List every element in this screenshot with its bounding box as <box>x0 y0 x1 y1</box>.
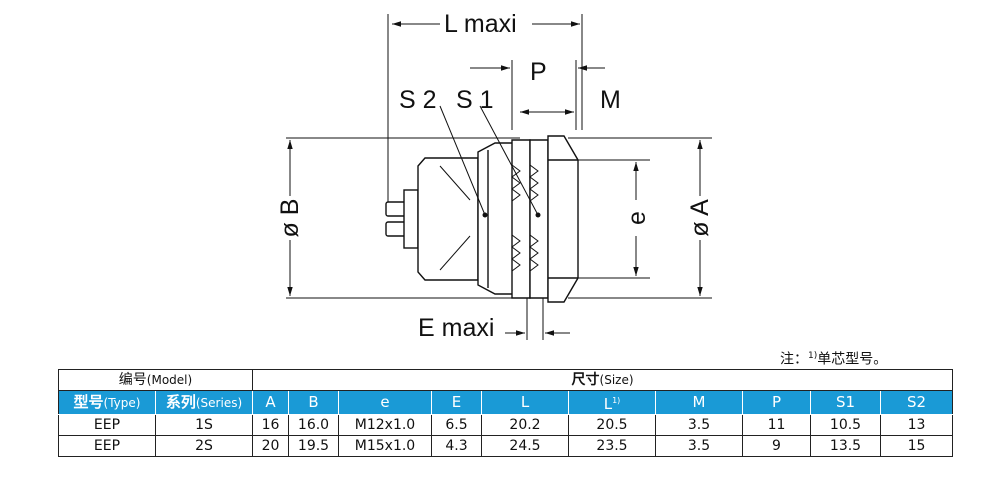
dimension-extension-lines <box>286 14 712 340</box>
col-header-s1: S1 <box>810 390 881 415</box>
type-header: 型号(Type) <box>58 390 156 415</box>
label-e-maxi: E maxi <box>418 314 494 342</box>
table-header-row-1: 编号(Model) 尺寸(Size) <box>58 369 954 391</box>
col-header-b: B <box>288 390 339 415</box>
leader-dot-s2 <box>482 212 488 218</box>
table-row: EEP 2S 20 19.5 M15x1.0 4.3 24.5 23.5 3.5… <box>58 435 954 457</box>
leader-dot-s1 <box>535 212 541 218</box>
col-header-m: M <box>655 390 743 415</box>
connector-body <box>385 135 579 303</box>
leader-lines <box>439 105 539 216</box>
label-s1: S 1 <box>456 86 494 114</box>
model-header: 编号(Model) <box>58 369 253 391</box>
col-header-l: L <box>481 390 569 415</box>
footnote-text: 单芯型号。 <box>817 351 888 368</box>
col-header-p: P <box>742 390 811 415</box>
col-header-l-single: L1) <box>568 390 656 415</box>
size-header: 尺寸(Size) <box>251 369 954 391</box>
footnote-prefix: 注： <box>780 351 808 368</box>
connector-technical-drawing: L maxi P M S 2 S 1 E maxi ø B ø A e <box>276 10 714 342</box>
table-row: EEP 1S 16 16.0 M12x1.0 6.5 20.2 20.5 3.5… <box>58 414 954 436</box>
label-dia-a: ø A <box>686 199 714 237</box>
footnote-sup: 1) <box>808 351 818 361</box>
footnote: 注：1)单芯型号。 <box>780 346 980 368</box>
dimension-arrows <box>287 21 703 336</box>
label-m: M <box>600 86 621 114</box>
label-s2: S 2 <box>399 86 437 114</box>
col-header-e-thread: e <box>338 390 432 415</box>
series-header: 系列(Series) <box>155 390 253 415</box>
table-header-row-2: 型号(Type) 系列(Series) A B e E L L1) M P S1… <box>58 390 954 415</box>
col-header-a: A <box>252 390 289 415</box>
label-e: e <box>623 211 651 225</box>
thread-hatching <box>439 164 539 272</box>
label-p: P <box>530 58 547 86</box>
dimension-table: 编号(Model) 尺寸(Size) 型号(Type) 系列(Series) A… <box>58 369 954 457</box>
col-header-e: E <box>431 390 482 415</box>
label-l-maxi: L maxi <box>444 10 517 38</box>
col-header-s2: S2 <box>879 390 954 415</box>
label-dia-b: ø B <box>276 199 304 238</box>
